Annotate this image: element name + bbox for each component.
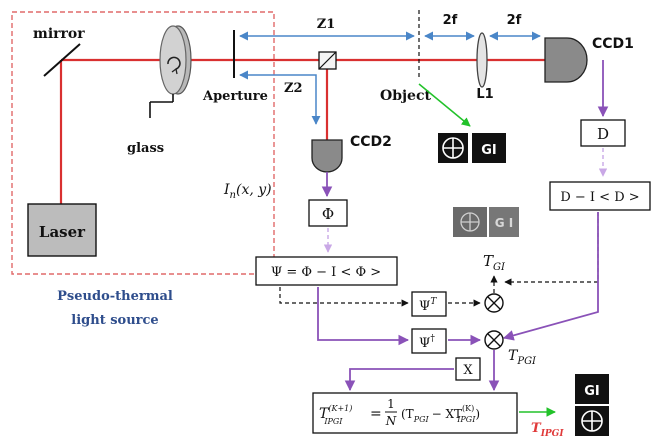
z2-label: Z2	[284, 81, 303, 96]
glass-label: glass	[127, 141, 164, 156]
equation-equals: =	[370, 406, 382, 422]
d-box	[580, 119, 626, 147]
laser-label: Laser	[39, 223, 86, 241]
psi-t-box	[411, 291, 447, 317]
psi-dag-box	[411, 328, 447, 354]
aperture-label: Aperture	[202, 89, 268, 104]
source-caption-line1: Pseudo-thermal	[57, 289, 173, 304]
output-gi-image	[575, 374, 609, 404]
lens-icon	[476, 32, 488, 88]
t-pgi-label: TPGI	[508, 348, 537, 367]
svg-text:G I: G I	[495, 216, 514, 230]
psi-fluct-box	[255, 256, 398, 286]
source-dashed-box	[11, 11, 275, 275]
ccd1-icon	[544, 37, 588, 83]
gi-thumbnail-top	[472, 133, 506, 163]
psi-to-psidag-arrow	[317, 287, 410, 346]
equation-num: 1	[387, 397, 395, 411]
z1-label: Z1	[317, 17, 336, 32]
x-box-label: X	[463, 363, 473, 378]
source-caption-line2: light source	[71, 313, 158, 328]
t-ipgi-label: TIPGI	[531, 421, 564, 439]
ccd2-label: CCD2	[350, 134, 392, 150]
psi-dag-label: Ψ†	[419, 334, 435, 351]
equation-den: N	[385, 414, 397, 428]
equation-lhs: T(K+1)IPGI	[319, 404, 352, 426]
equation-box	[312, 392, 518, 434]
d-fluct-to-pgi-mult	[502, 212, 599, 341]
equation-rhs: (TPGI− XT(K)IPGI)	[401, 404, 480, 424]
d-fluct-box	[549, 181, 651, 211]
x-to-psi-feedback	[344, 368, 454, 392]
f-left-label: 2f	[443, 13, 458, 28]
ccd1-label: CCD1	[592, 36, 634, 52]
object-label: Object	[380, 88, 431, 104]
z2-arrow	[239, 70, 321, 125]
object-thumbnail-icon	[438, 133, 468, 163]
mirror-icon	[43, 43, 81, 77]
f-right-label: 2f	[507, 13, 522, 28]
psi-fluct-label: Ψ = Φ − I < Φ >	[271, 265, 381, 280]
laser-box	[27, 203, 97, 257]
intensity-label: In(x, y)	[223, 182, 272, 201]
psi-t-label: ΨT	[419, 297, 437, 314]
lens-label: L1	[476, 87, 493, 102]
psi-to-psit-arrow	[279, 287, 409, 307]
beam-splitter-icon	[318, 51, 337, 70]
object-to-gi-arrow	[418, 83, 471, 127]
phi-box-label: Φ	[322, 205, 334, 223]
output-object-image-icon	[575, 406, 609, 436]
x-box	[455, 357, 481, 381]
noisy-gi-images: G I	[453, 207, 519, 237]
mirror-label: mirror	[33, 26, 85, 42]
gi-thumbnail-top-text: GI	[481, 143, 497, 158]
ground-glass-icon	[149, 25, 192, 118]
gi-multiplier-icon	[484, 293, 504, 313]
output-gi-image-text: GI	[584, 384, 600, 399]
t-gi-label: TGI	[483, 252, 506, 273]
ccd2-icon	[311, 139, 343, 173]
d-fluct-label: D − I < D >	[560, 190, 639, 205]
d-box-label: D	[597, 125, 609, 143]
laser-beam	[59, 58, 545, 204]
phi-box	[308, 199, 348, 227]
pgi-multiplier-icon	[484, 330, 504, 350]
